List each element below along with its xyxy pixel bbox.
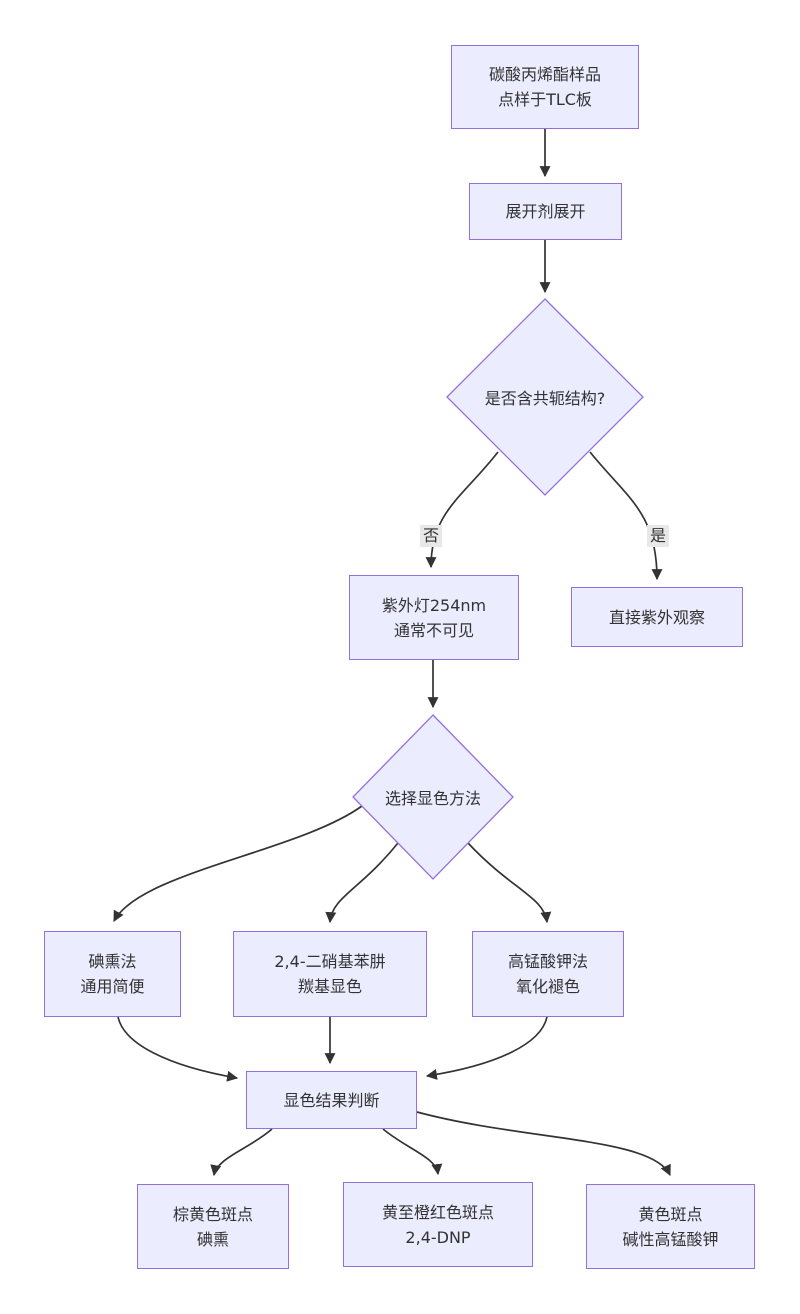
decision-conjugated-label: 是否含共轭结构? (484, 389, 606, 408)
node-result-kmno4-line2: 碱性高锰酸钾 (622, 1229, 719, 1249)
edge-judge-resultkmno4 (416, 1111, 671, 1176)
node-uv254-line2: 通常不可见 (393, 620, 474, 640)
node-iodine: 碘熏法 通用简便 (44, 931, 181, 1017)
node-sample-line2: 点样于TLC板 (498, 90, 592, 109)
node-result-kmno4: 黄色斑点 碱性高锰酸钾 (586, 1184, 755, 1269)
node-result-iodine: 棕黄色斑点 碘熏 (137, 1184, 289, 1269)
node-result-dnp: 黄至橙红色斑点 2,4-DNP (343, 1182, 533, 1267)
node-kmno4: 高锰酸钾法 氧化褪色 (472, 931, 624, 1017)
node-dnp: 2,4-二硝基苯肼 羰基显色 (233, 931, 427, 1017)
decision-choose-label: 选择显色方法 (384, 789, 482, 808)
edge-iodine-judge (117, 1016, 239, 1082)
node-result-iodine-line1: 棕黄色斑点 (172, 1204, 253, 1224)
node-judge: 显色结果判断 (246, 1071, 417, 1129)
node-iodine-line1: 碘熏法 (88, 952, 137, 971)
node-iodine-line2: 通用简便 (80, 977, 145, 996)
decision-choose-shape (352, 714, 514, 880)
node-dnp-line1: 2,4-二硝基苯肼 (274, 952, 386, 971)
edge-judge-resultdnp (382, 1128, 443, 1176)
edge-choose-iodine (113, 805, 363, 922)
edge-label-no: 否 (419, 525, 443, 547)
edge-conjugated-uv254 (425, 451, 499, 569)
edge-choose-dnp (325, 842, 399, 924)
node-result-iodine-line2: 碘熏 (196, 1229, 229, 1249)
edge-kmno4-judge (425, 1016, 548, 1080)
edge-choose-kmno4 (467, 842, 552, 924)
node-develop-line1: 展开剂展开 (505, 202, 586, 221)
node-dnp-line2: 羰基显色 (297, 977, 362, 996)
edge-judge-resultiodine (210, 1128, 273, 1177)
node-result-dnp-line2: 2,4-DNP (405, 1227, 471, 1247)
edge-label-yes: 是 (646, 525, 670, 547)
node-result-dnp-line1: 黄至橙红色斑点 (381, 1202, 494, 1222)
node-kmno4-line2: 氧化褪色 (515, 977, 580, 996)
node-sample-line1: 碳酸丙烯酯样品 (488, 65, 601, 84)
node-sample: 碳酸丙烯酯样品 点样于TLC板 (451, 45, 639, 129)
node-uv254-line1: 紫外灯254nm (381, 595, 487, 615)
edge-conjugated-directuv (589, 451, 663, 581)
decision-conjugated-shape (446, 298, 644, 496)
node-direct-uv-line1: 直接紫外观察 (608, 607, 705, 627)
node-kmno4-line1: 高锰酸钾法 (507, 952, 588, 971)
node-uv254: 紫外灯254nm 通常不可见 (349, 575, 519, 660)
node-result-kmno4-line1: 黄色斑点 (638, 1204, 703, 1224)
node-develop: 展开剂展开 (469, 183, 622, 240)
node-judge-line1: 显色结果判断 (283, 1090, 380, 1110)
node-direct-uv: 直接紫外观察 (571, 587, 743, 647)
